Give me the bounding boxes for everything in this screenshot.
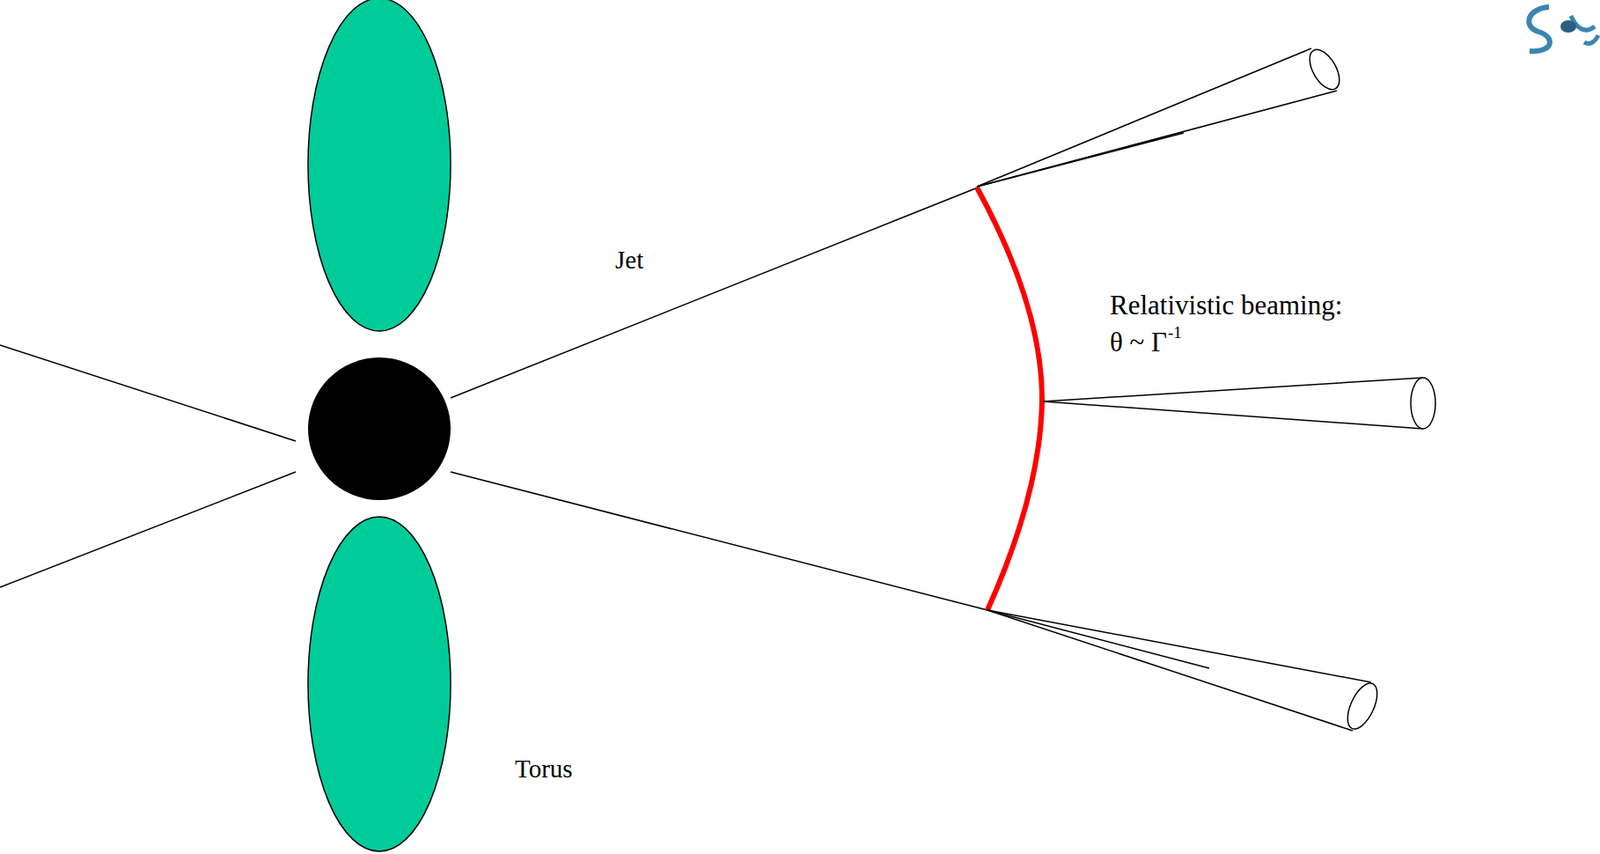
beaming-exponent: -1 xyxy=(1167,323,1182,343)
beam-cone-end xyxy=(1303,44,1346,95)
jet-line xyxy=(450,471,988,610)
torus-upper xyxy=(308,0,451,331)
beam-cone xyxy=(1042,401,1424,429)
beam-cone xyxy=(987,609,1372,683)
beam-cone xyxy=(1042,377,1424,402)
beam-cone xyxy=(976,132,1184,187)
beam-cone-end xyxy=(1341,678,1383,734)
torus-lower xyxy=(308,516,451,852)
jet-label: Jet xyxy=(615,246,644,275)
beam-cone xyxy=(987,609,1210,668)
jet-line xyxy=(450,187,978,398)
logo-fragment xyxy=(1528,7,1550,52)
torus-label: Torus xyxy=(514,755,573,784)
logo-fragment xyxy=(1570,15,1599,45)
jet-line xyxy=(0,471,296,588)
black-hole xyxy=(308,357,451,500)
logo-fragment xyxy=(1560,20,1577,33)
beaming-label: Relativistic beaming: xyxy=(1109,290,1343,321)
beaming-formula: θ ~ Γ xyxy=(1109,327,1167,358)
beam-cone xyxy=(976,90,1337,187)
beam-cone xyxy=(976,48,1312,187)
beam-cone xyxy=(987,609,1353,731)
jet-line xyxy=(0,344,296,441)
shock-front xyxy=(976,187,1043,610)
beam-cone-end xyxy=(1410,377,1436,429)
